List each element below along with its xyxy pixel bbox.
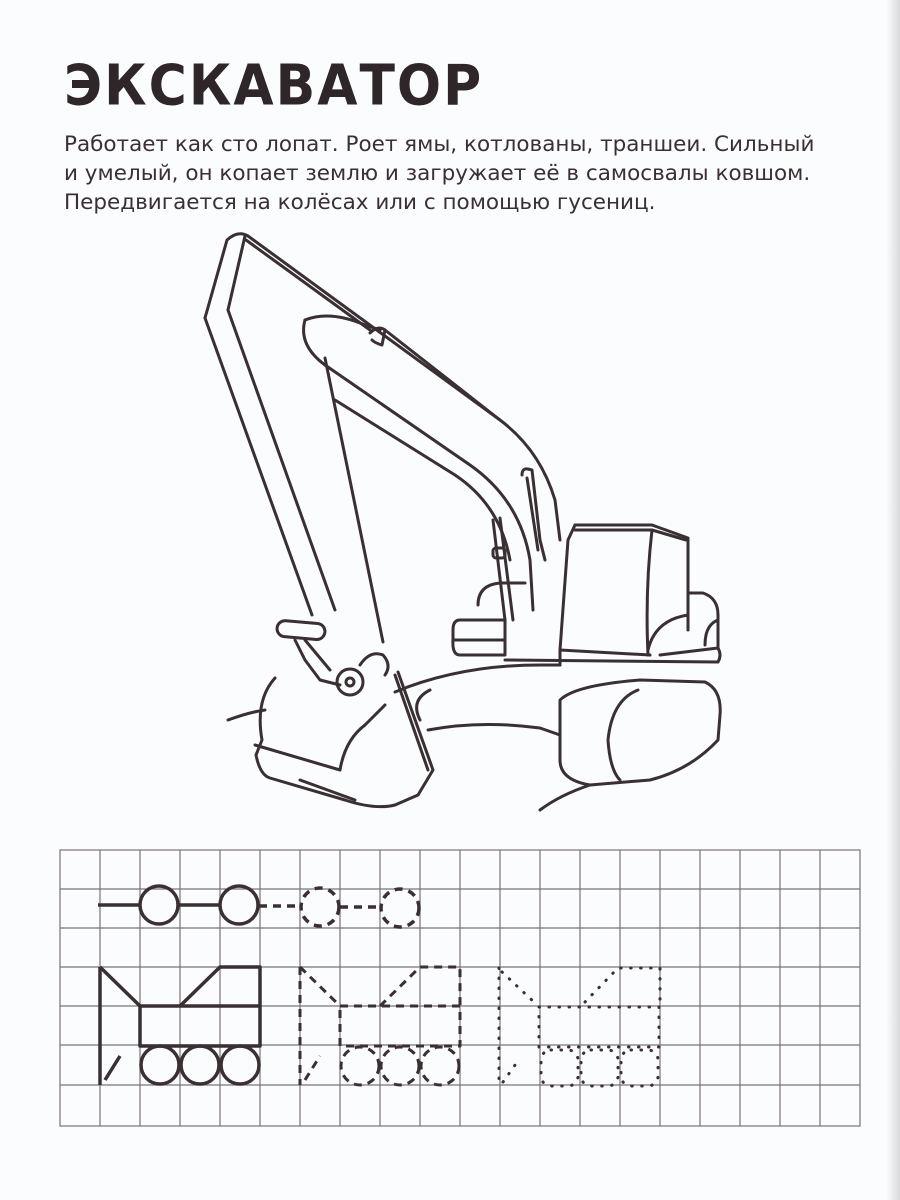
circle-chain-pattern	[98, 884, 421, 929]
description-line-2: и умелый, он копает землю и загружает её…	[64, 161, 811, 186]
boom-outer-edge	[203, 316, 314, 617]
boom-inner-edge	[226, 308, 337, 612]
description-text: Работает как сто лопат. Роет ямы, котлов…	[64, 130, 884, 217]
bucket-joint	[335, 667, 365, 697]
track-left-top	[393, 663, 562, 694]
boom-upper-edge	[246, 234, 562, 542]
solid-excavator-shape	[98, 965, 262, 1086]
description-line-1: Работает как сто лопат. Роет ямы, котлов…	[64, 132, 815, 157]
description-line-3: Передвигается на колёсах или с помощью г…	[64, 190, 656, 215]
scan-edge-shadow	[886, 0, 900, 1200]
page-title: ЭКСКАВАТОР	[64, 53, 484, 119]
solid-segment	[98, 884, 260, 926]
dashed-excavator-shape	[298, 965, 462, 1087]
bucket	[254, 670, 435, 809]
track-left-bottom	[426, 722, 562, 737]
dotted-excavator-shape	[497, 966, 662, 1090]
boom-lower-edge	[323, 363, 535, 612]
cab-outline	[573, 523, 690, 632]
bucket-linkage-pin	[275, 619, 327, 641]
track-right	[558, 678, 722, 787]
dashed-segment	[259, 886, 421, 929]
stick-edge	[323, 356, 385, 644]
